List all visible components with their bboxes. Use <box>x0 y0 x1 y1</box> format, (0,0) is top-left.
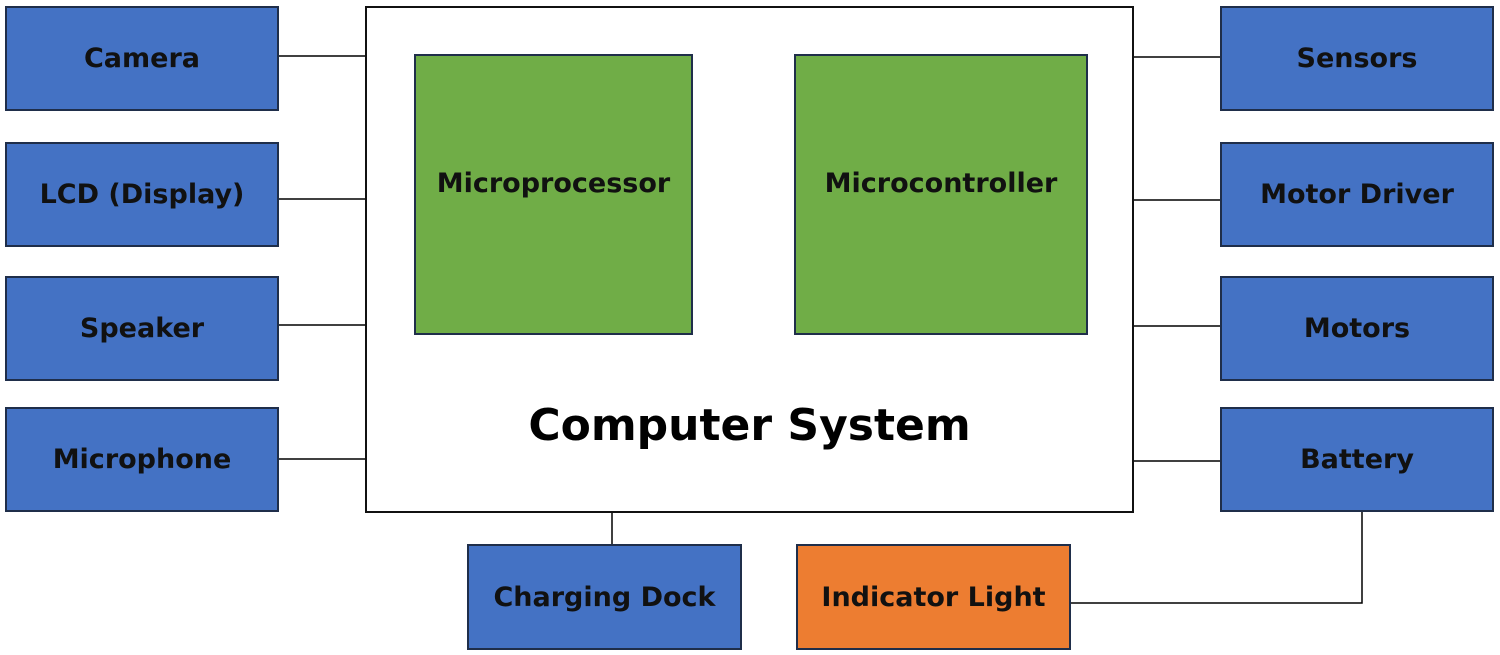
motor-driver-box: Motor Driver <box>1220 142 1494 247</box>
microcontroller-box: Microcontroller <box>794 54 1088 335</box>
motors-box: Motors <box>1220 276 1494 381</box>
battery-label: Battery <box>1300 444 1414 475</box>
lcd-display-box: LCD (Display) <box>5 142 279 247</box>
camera-box: Camera <box>5 6 279 111</box>
indicator-light-box: Indicator Light <box>796 544 1071 650</box>
speaker-label: Speaker <box>79 313 205 344</box>
motor-driver-label: Motor Driver <box>1260 179 1454 210</box>
indicator-light-label: Indicator Light <box>821 581 1046 613</box>
charging-dock-box: Charging Dock <box>467 544 742 650</box>
computer-system-title: Computer System <box>528 399 971 451</box>
microprocessor-label: Microprocessor <box>436 168 671 199</box>
camera-label: Camera <box>83 43 200 74</box>
line-battery-indicator <box>1070 512 1363 604</box>
motors-label: Motors <box>1303 313 1411 344</box>
microprocessor-box: Microprocessor <box>414 54 693 335</box>
lcd-display-label: LCD (Display) <box>39 179 245 210</box>
sensors-label: Sensors <box>1296 43 1418 74</box>
sensors-box: Sensors <box>1220 6 1494 111</box>
battery-box: Battery <box>1220 407 1494 512</box>
microphone-label: Microphone <box>52 444 232 475</box>
charging-dock-label: Charging Dock <box>493 581 716 613</box>
microcontroller-label: Microcontroller <box>824 168 1058 199</box>
microphone-box: Microphone <box>5 407 279 512</box>
speaker-box: Speaker <box>5 276 279 381</box>
